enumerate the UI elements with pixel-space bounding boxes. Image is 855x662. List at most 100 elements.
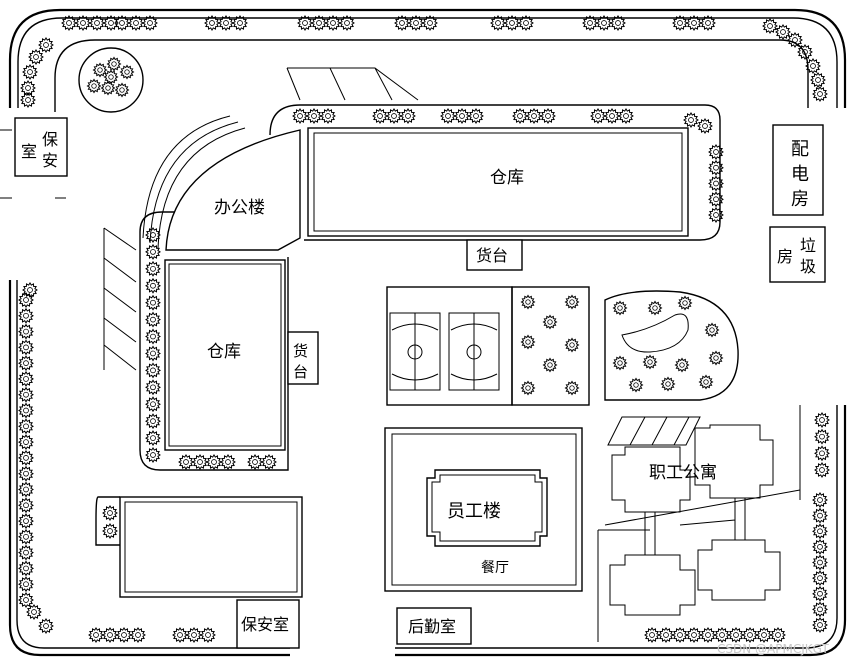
tree-icon [518,15,534,31]
tree-icon [660,376,676,392]
tree-icon [658,627,674,643]
garbage-room-char-3: 房 [777,247,793,266]
tree-icon [102,523,118,539]
loading-dock-top-label: 货台 [476,246,508,265]
tree-icon [812,538,828,555]
tree-icon [18,402,34,419]
tree-icon [88,627,104,643]
tree-icon [814,428,830,445]
tree-icon [145,243,161,260]
tree-icon [26,604,42,620]
tree-icon [372,108,388,124]
tree-icon [812,507,828,524]
small-building-lower-left [95,496,303,598]
planting-border-top-left [54,39,809,112]
tree-icon [812,570,828,587]
tree-icon [38,37,54,53]
tree-icon [674,357,690,373]
tree-groups [18,15,830,643]
tree-icon [145,328,161,345]
tree-icon [18,544,34,561]
tree-icon [145,413,161,430]
tree-icon [812,585,828,602]
tree-icon [814,445,830,462]
tree-icon [172,627,188,643]
site-boundary [8,8,847,657]
staff-apartment-label: 职工公寓 [649,463,717,483]
tree-icon [145,227,161,243]
tree-icon [297,15,313,31]
basketball-courts [386,286,513,406]
tree-icon [814,462,830,478]
tree-icon [697,118,713,134]
tree-cluster-circle [78,47,144,113]
tree-icon [564,380,580,396]
tree-icon [644,627,660,643]
tree-icon [490,15,506,31]
tree-icon [540,108,556,124]
tree-icon [89,15,105,31]
tree-icon [686,627,702,643]
tree-icon [18,513,34,530]
tree-icon [261,454,277,470]
tree-icon [145,311,161,328]
tree-icon [18,465,34,482]
tree-icon [775,24,791,40]
tree-icon [18,355,34,372]
tree-icon [504,15,520,31]
tree-icon [103,15,119,31]
tree-icon [812,554,828,571]
tree-icon [787,32,803,48]
tree-icon [394,15,410,31]
staff-building [384,427,583,592]
tree-icon [564,294,580,310]
tree-icon [612,355,628,371]
tree-icon [311,15,327,31]
tree-icon [408,15,424,31]
warehouse-left-label: 仓库 [207,342,241,362]
staff-apartments [597,405,801,642]
tree-icon [770,627,786,643]
tree-icon [756,627,772,643]
tree-icon [116,627,132,643]
tree-icon [186,627,202,643]
tree-icon [18,386,34,403]
tree-icon [440,108,456,124]
tree-icon [178,454,194,470]
tree-icon [762,18,778,34]
tree-icon [18,592,34,608]
tree-icon [18,576,34,593]
tree-icon [28,49,44,65]
tree-icon [400,108,416,124]
tree-icon [145,277,161,294]
canteen-label: 餐厅 [481,560,509,576]
tree-icon [18,449,34,466]
tree-icon [106,56,122,72]
tree-icon [61,15,77,31]
tree-icon [18,370,34,387]
tree-icon [708,144,724,160]
power-room-box [772,124,824,216]
tree-icon [797,44,813,60]
security-room-left-char-3: 室 [21,142,37,161]
tree-icon [604,108,620,124]
tree-icon [618,108,634,124]
power-room-char-3: 房 [791,189,809,210]
staff-building-label: 员工楼 [447,501,501,522]
tree-icon [742,627,758,643]
tree-icon [628,377,644,393]
tree-icon [130,627,146,643]
tree-icon [145,430,161,447]
loading-dock-left-char-2: 台 [293,363,308,381]
tree-icon [145,345,161,362]
tree-icon [339,15,355,31]
tree-icon [218,15,234,31]
tree-icon [306,108,322,124]
tree-icon [18,434,34,451]
tree-icon [812,492,828,508]
tree-icon [114,15,130,31]
tree-icon [647,300,663,316]
logistics-room-box [396,607,472,645]
tree-icon [92,62,108,78]
security-room-bottom-box [236,599,300,649]
